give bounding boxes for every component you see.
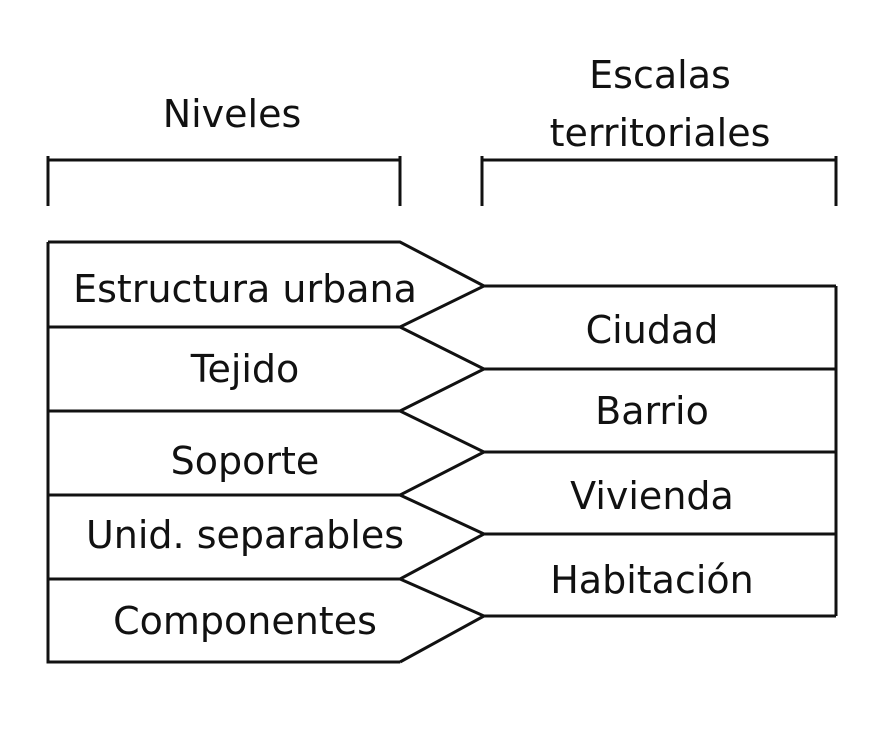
- scale-label: Vivienda: [570, 474, 734, 518]
- level-label: Estructura urbana: [73, 267, 417, 311]
- level-label: Tejido: [190, 347, 300, 391]
- levels-outer-frame: [46, 242, 400, 664]
- levels-chevron-edge: [48, 240, 488, 664]
- header-territoriales: territoriales: [550, 111, 771, 155]
- scale-label: Ciudad: [586, 308, 719, 352]
- level-label: Componentes: [113, 599, 377, 643]
- bracket-escalas: [480, 156, 838, 206]
- header-niveles: Niveles: [163, 92, 302, 136]
- scale-label: Barrio: [595, 389, 709, 433]
- header-escalas: Escalas: [589, 53, 731, 97]
- level-label: Unid. separables: [86, 513, 404, 557]
- level-label: Soporte: [171, 439, 320, 483]
- scale-label: Habitación: [550, 558, 754, 602]
- bracket-niveles: [46, 156, 402, 206]
